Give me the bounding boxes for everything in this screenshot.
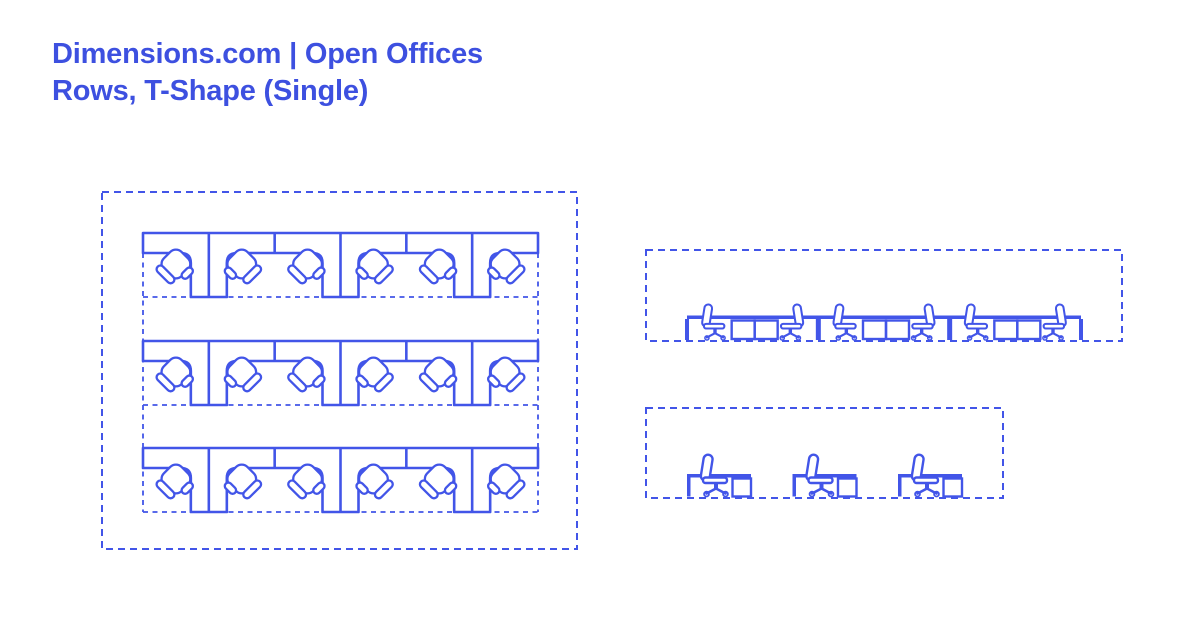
elevation-profile-view: [645, 407, 1004, 499]
office-chair-top-icon: [155, 356, 195, 393]
office-chair-top-icon: [223, 463, 263, 500]
desk-unit: [792, 453, 858, 498]
title-line-1: Dimensions.com | Open Offices: [52, 38, 483, 70]
office-chair-side-icon: [910, 453, 940, 498]
page-title: Dimensions.com | Open Offices Rows, T-Sh…: [52, 36, 483, 110]
desk-support: [1079, 319, 1083, 340]
desk-support: [815, 319, 821, 340]
desk-unit: [687, 453, 753, 498]
office-chair-side-icon: [779, 303, 805, 341]
office-chair-side-icon: [1042, 303, 1067, 341]
title-line-2: Rows, T-Shape (Single): [52, 75, 369, 107]
office-chair-side-icon: [832, 303, 858, 341]
plan-view: [101, 191, 578, 550]
office-chair-top-icon: [486, 463, 526, 500]
office-chair-top-icon: [287, 248, 326, 285]
desk-row: [141, 231, 540, 299]
office-chair-top-icon: [418, 356, 458, 393]
office-chair-top-icon: [418, 248, 458, 285]
office-chair-top-icon: [355, 356, 394, 393]
office-chair-top-icon: [223, 356, 263, 393]
desk-surface: [898, 474, 962, 478]
office-chair-top-icon: [355, 463, 394, 500]
elevation-profile-boundary: [645, 407, 1004, 499]
desk-leg: [687, 477, 691, 497]
desk-surface: [687, 474, 751, 478]
office-chair-top-icon: [155, 463, 195, 500]
office-chair-side-icon: [701, 303, 726, 341]
pedestal-drawers: [731, 477, 753, 498]
desk-unit: [898, 453, 964, 498]
desk-surface: [792, 474, 857, 478]
pedestal-drawers: [861, 319, 911, 341]
office-chair-top-icon: [223, 248, 263, 285]
office-chair-top-icon: [155, 248, 195, 285]
office-chair-top-icon: [486, 356, 526, 393]
desk-leg: [792, 477, 796, 497]
desk-surface: [687, 315, 1081, 319]
plan-clearance-boundary: [101, 191, 578, 550]
office-chair-top-icon: [418, 463, 458, 500]
elevation-front-view: [645, 249, 1123, 342]
elevation-front-boundary: [645, 249, 1123, 342]
office-chair-side-icon: [963, 303, 989, 341]
office-chair-side-icon: [699, 453, 729, 498]
pedestal-drawers: [993, 319, 1042, 341]
desk-support: [685, 319, 689, 340]
office-chair-top-icon: [355, 248, 394, 285]
pedestal-drawers: [942, 477, 964, 498]
pedestal-drawers: [836, 477, 858, 498]
office-chair-side-icon: [910, 303, 936, 341]
office-chair-side-icon: [805, 453, 835, 498]
office-chair-top-icon: [486, 248, 526, 285]
desk-row: [141, 339, 540, 407]
office-chair-top-icon: [287, 356, 326, 393]
office-chair-top-icon: [287, 463, 326, 500]
desk-leg: [898, 477, 902, 497]
desk-row: [141, 446, 540, 514]
desk-support: [947, 319, 953, 340]
pedestal-drawers: [730, 319, 779, 341]
